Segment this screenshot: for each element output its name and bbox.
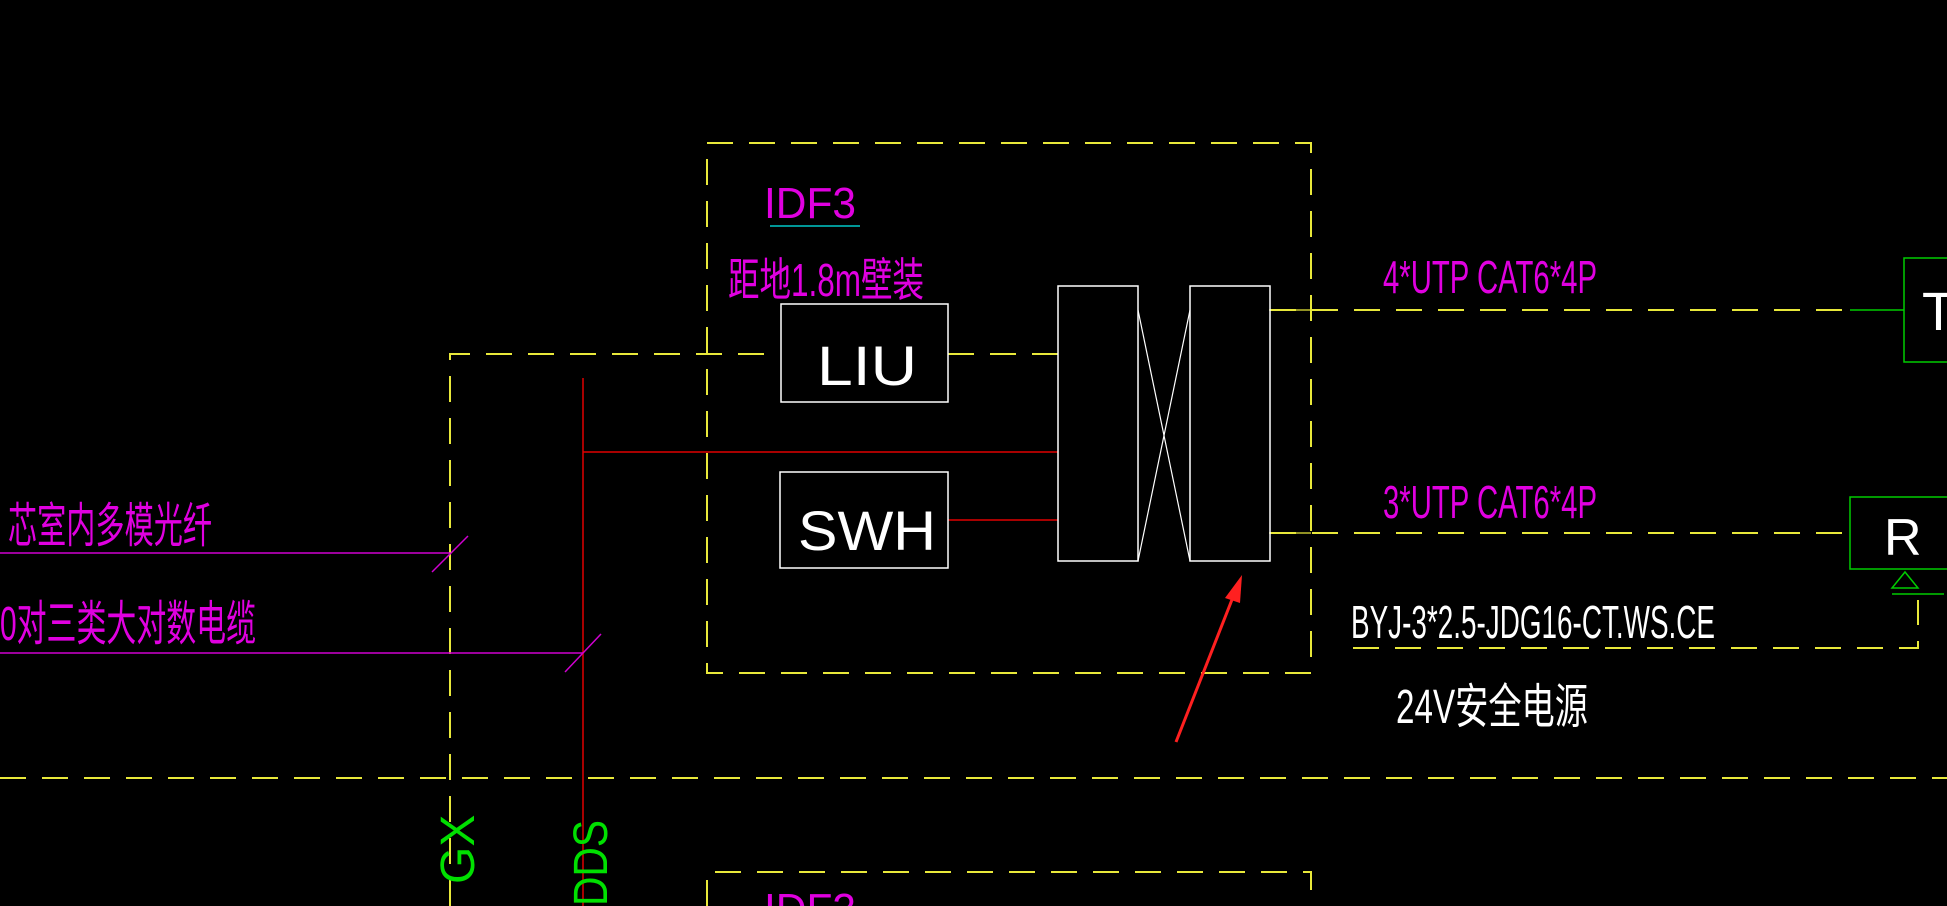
power-supply-label: 24V安全电源 <box>1396 681 1588 734</box>
utp3-label: 3*UTP CAT6*4P <box>1383 476 1597 528</box>
red-arrow-icon <box>1174 575 1242 743</box>
t-box-label: T <box>1922 282 1947 342</box>
idf3-title-top: IDF3 <box>764 179 856 228</box>
mount-height-label: 距地1.8m壁装 <box>728 254 924 306</box>
copper-cable-label: 0对三类大对数电缆 <box>0 598 256 651</box>
dds-riser-label: DDS <box>565 820 618 906</box>
liu-box[interactable] <box>780 303 949 403</box>
gx-riser-dashed-line <box>449 353 780 906</box>
r-device-triangle-icon <box>1890 570 1920 589</box>
idf3-lower-cabinet-outline <box>706 871 1312 906</box>
utp4-label: 4*UTP CAT6*4P <box>1383 251 1597 303</box>
liu-label: LIU <box>817 334 917 397</box>
swh-label: SWH <box>798 499 936 562</box>
patch-panel-left[interactable] <box>1057 285 1139 562</box>
cross-connect-line-2 <box>1137 309 1191 562</box>
gx-riser-label: GX <box>432 815 485 884</box>
r-device-box[interactable] <box>1849 496 1947 570</box>
patch-panel-right[interactable] <box>1189 285 1271 562</box>
byj-cable-label: BYJ-3*2.5-JDG16-CT.WS.CE <box>1351 596 1715 648</box>
idf3-cabinet-outline <box>706 142 1312 674</box>
swh-box[interactable] <box>779 471 949 569</box>
copper-tick-mark <box>564 633 602 673</box>
t-outlet-box[interactable] <box>1903 257 1947 363</box>
fiber-label: 芯室内多模光纤 <box>8 500 212 553</box>
idf3-title-bottom: IDF3 <box>764 885 856 906</box>
fiber-tick-mark <box>431 535 469 573</box>
r-box-label: R <box>1884 509 1922 567</box>
power-dashed-line <box>1353 600 1919 649</box>
